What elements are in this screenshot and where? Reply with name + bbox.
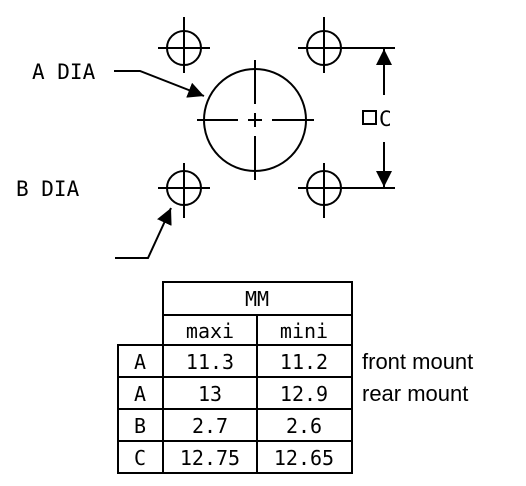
center-hole	[197, 60, 314, 180]
b-dia-label: B DIA	[16, 177, 80, 201]
b-dia-leader	[115, 207, 172, 259]
a-dia-label: A DIA	[32, 60, 96, 84]
row-mini: 12.9	[280, 382, 328, 406]
row-maxi: 2.7	[192, 414, 228, 438]
unit-header: MM	[245, 287, 269, 311]
dimension-table: MM maxi mini A 11.3 11.2 A 13 12.9 B 2.7…	[117, 281, 353, 474]
row-key: A	[134, 350, 146, 374]
table-row: B 2.7 2.6	[134, 414, 322, 438]
rear-mount-note: rear mount	[362, 381, 468, 406]
c-label: C	[379, 107, 392, 131]
row-mini: 12.65	[274, 446, 334, 470]
row-mini: 2.6	[286, 414, 322, 438]
table-row: C 12.75 12.65	[134, 446, 334, 470]
col-header-mini: mini	[280, 319, 328, 343]
col-header-maxi: maxi	[186, 319, 234, 343]
row-maxi: 13	[198, 382, 222, 406]
a-dia-leader	[114, 70, 205, 98]
square-symbol-icon	[362, 110, 377, 125]
table-row: A 11.3 11.2	[134, 350, 328, 374]
row-key: B	[134, 414, 146, 438]
row-maxi: 11.3	[186, 350, 234, 374]
row-maxi: 12.75	[180, 446, 240, 470]
mounting-hole-top-right	[298, 17, 350, 73]
mounting-hole-bottom-right	[298, 163, 350, 218]
mounting-hole-bottom-left	[158, 163, 210, 218]
row-key: A	[134, 382, 146, 406]
table-row: A 13 12.9	[134, 382, 328, 406]
row-mini: 11.2	[280, 350, 328, 374]
mounting-hole-top-left	[158, 17, 210, 73]
c-dimension: C	[342, 47, 395, 189]
front-mount-note: front mount	[362, 349, 473, 374]
row-key: C	[134, 446, 146, 470]
